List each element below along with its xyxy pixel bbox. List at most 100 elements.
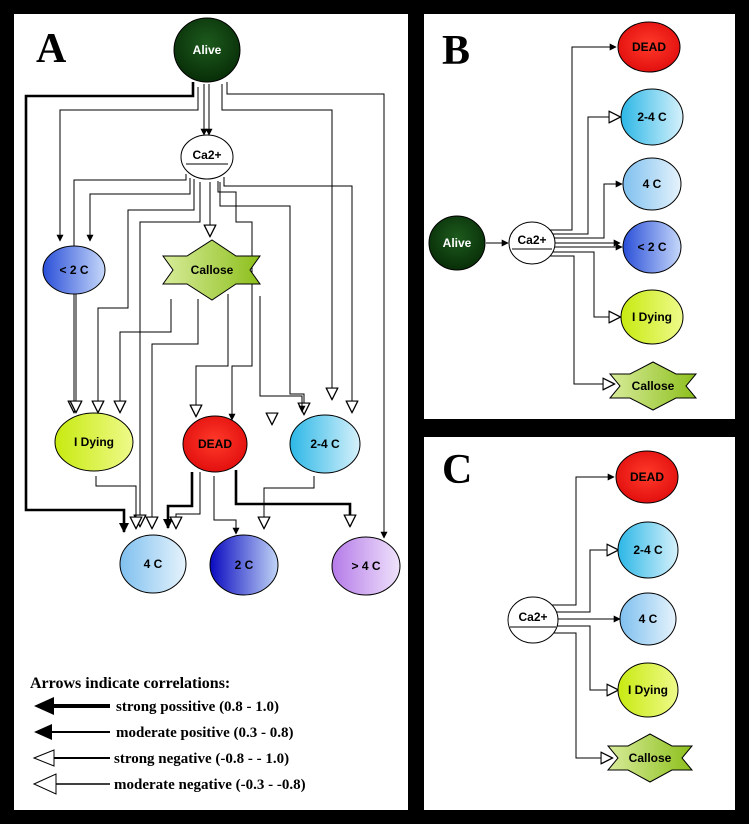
edge-idying-4c	[95, 476, 136, 528]
b-node-idying: I Dying	[620, 289, 684, 345]
panel-b-letter: B	[442, 28, 470, 74]
edge-alive-c24	[221, 84, 332, 399]
c-node-dead: DEAD	[615, 450, 679, 504]
edge-dead-gt4c	[234, 470, 350, 526]
node-c24-label: 2-4 C	[310, 437, 340, 451]
node-gt4c: > 4 C	[331, 536, 401, 596]
b-edge-ca2-callose	[546, 255, 614, 384]
b-node-ca2: Ca2+	[508, 221, 556, 265]
edge-ca2-c24	[223, 177, 352, 412]
node-dead-label: DEAD	[198, 437, 232, 451]
node-callose: Callose	[162, 239, 261, 301]
panel-b-edges	[486, 43, 623, 384]
node-c24: 2-4 C	[289, 414, 361, 474]
node-c2-label: 2 C	[235, 558, 254, 572]
edge-ca2-lt2c	[86, 178, 191, 242]
legend-label-strong-positive: strong possitive (0.8 - 1.0)	[116, 699, 279, 715]
panel-b: B Alive Ca2+ DEAD 2-4 C 4 C	[424, 14, 735, 419]
b-edge-ca2-dead	[548, 43, 617, 231]
legend-label-strong-negative: strong negative (-0.8 - - 1.0)	[114, 751, 289, 767]
edge-ca2-idying-a	[74, 174, 187, 412]
b-edge-ca2-c24	[552, 117, 620, 235]
legend-item-strong-positive: strong possitive (0.8 - 1.0)	[34, 697, 279, 715]
legend-label-moderate-positive: moderate positive (0.3 - 0.8)	[116, 725, 293, 741]
node-c2: 2 C	[209, 534, 279, 596]
c-node-callose-label: Callose	[629, 751, 672, 765]
panel-c: C Ca2+ DEAD 2-4 C 4 C I Dying	[424, 437, 735, 810]
c-edge-ca2-callose	[548, 632, 612, 758]
c-edge-ca2-idying	[552, 625, 618, 690]
c-node-c4: 4 C	[619, 592, 677, 646]
node-c4-label: 4 C	[144, 557, 163, 571]
legend-item-moderate-negative: moderate negative (-0.3 - -0.8)	[32, 773, 306, 795]
edge-dead-4c-b	[176, 472, 201, 528]
edge-callose-4c	[152, 299, 199, 528]
b-node-lt2c: < 2 C	[622, 220, 682, 274]
panel-c-diagram: C Ca2+ DEAD 2-4 C 4 C I Dying	[442, 447, 694, 783]
panel-a-diagram: A	[24, 17, 401, 795]
edge-alive-gt4c	[226, 82, 388, 539]
edge-alive-lt2c	[56, 87, 199, 242]
node-gt4c-label: > 4 C	[351, 559, 380, 573]
node-ca2: Ca2+	[180, 134, 234, 180]
panel-a-nodes: Alive Ca2+ < 2 C Callose I Dying DEAD 2-…	[42, 17, 401, 596]
c-node-c4-label: 4 C	[639, 612, 658, 626]
node-callose-label: Callose	[191, 263, 234, 277]
b-node-dead: DEAD	[617, 21, 681, 73]
b-node-c4: 4 C	[622, 157, 682, 211]
c-edge-ca2-dead	[550, 473, 615, 606]
node-lt2c: < 2 C	[42, 245, 106, 295]
legend: Arrows indicate correlations: strong pos…	[30, 675, 306, 795]
edge-alive-4c	[24, 82, 195, 533]
b-node-lt2c-label: < 2 C	[637, 240, 666, 254]
node-c4: 4 C	[119, 534, 187, 594]
b-node-idying-label: I Dying	[632, 310, 672, 324]
panel-c-edges	[548, 473, 621, 758]
edge-callose-c24	[259, 296, 306, 413]
node-lt2c-label: < 2 C	[59, 263, 88, 277]
edge-dead-2c	[213, 476, 240, 535]
legend-title: Arrows indicate correlations:	[30, 675, 230, 692]
panel-c-nodes: Ca2+ DEAD 2-4 C 4 C I Dying Callose	[507, 450, 694, 783]
edge-dead-4c	[163, 472, 194, 529]
b-node-c4-label: 4 C	[643, 177, 662, 191]
c-node-c24: 2-4 C	[617, 521, 679, 579]
legend-item-moderate-positive: moderate positive (0.3 - 0.8)	[34, 724, 293, 741]
b-node-callose-label: Callose	[632, 379, 675, 393]
edge-ca2-dead	[217, 181, 253, 421]
c-node-ca2-label: Ca2+	[518, 610, 547, 624]
node-idying: I Dying	[54, 412, 134, 472]
b-edge-ca2-c4	[554, 180, 623, 239]
node-dead: DEAD	[182, 415, 248, 473]
panel-a: A	[14, 14, 408, 810]
edge-ca2-idying-b	[98, 179, 195, 412]
c-node-callose: Callose	[606, 733, 694, 783]
c-node-idying: I Dying	[617, 662, 679, 718]
b-node-callose: Callose	[608, 361, 698, 411]
legend-item-strong-negative: strong negative (-0.8 - - 1.0)	[32, 749, 289, 767]
b-node-ca2-label: Ca2+	[517, 233, 546, 247]
b-node-c24: 2-4 C	[620, 88, 684, 146]
c-edge-ca2-c24	[552, 550, 618, 613]
c-node-ca2: Ca2+	[507, 596, 559, 644]
b-node-alive-label: Alive	[443, 236, 472, 250]
b-node-dead-label: DEAD	[632, 40, 666, 54]
c-node-c24-label: 2-4 C	[633, 543, 663, 557]
node-alive-label: Alive	[193, 43, 222, 57]
c-node-dead-label: DEAD	[630, 470, 664, 484]
edge-callose-idying	[120, 299, 172, 412]
legend-label-moderate-negative: moderate negative (-0.3 - -0.8)	[114, 777, 306, 793]
panel-a-letter: A	[36, 26, 67, 72]
edge-callose-dead	[196, 294, 229, 416]
b-node-c24-label: 2-4 C	[637, 110, 667, 124]
node-alive: Alive	[173, 17, 241, 83]
c-node-idying-label: I Dying	[628, 683, 668, 697]
panel-b-nodes: Alive Ca2+ DEAD 2-4 C 4 C < 2 C I Dying	[428, 21, 698, 411]
node-idying-label: I Dying	[74, 435, 114, 449]
panel-b-diagram: B Alive Ca2+ DEAD 2-4 C 4 C	[428, 21, 698, 411]
node-ca2-label: Ca2+	[192, 148, 221, 162]
b-node-alive: Alive	[428, 215, 486, 271]
panel-c-letter: C	[442, 447, 472, 493]
edge-c24-2c	[264, 476, 315, 528]
b-edge-ca2-idying	[552, 251, 620, 317]
